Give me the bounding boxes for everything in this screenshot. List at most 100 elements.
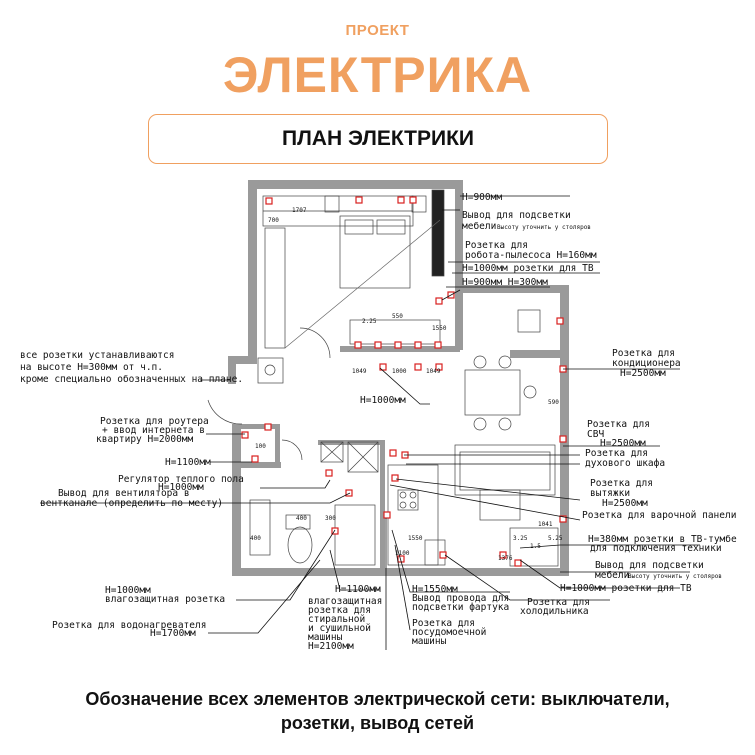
dimension: 1550 (408, 535, 423, 542)
outlet-symbol (354, 341, 362, 349)
washer (334, 504, 376, 566)
dimension: 1100 (395, 550, 410, 557)
wall (232, 568, 480, 576)
tv-cabinet (509, 527, 559, 567)
label-floor-heat: Н=1000мм (158, 482, 204, 493)
leader-lines (40, 195, 700, 650)
wall (455, 180, 463, 350)
nightstand (324, 195, 340, 213)
dimension: 300 (325, 515, 336, 522)
dimension: 1041 (538, 521, 553, 528)
header-kicker: ПРОЕКТ (345, 22, 410, 39)
outlet-symbol (355, 196, 363, 204)
outlet-symbol (435, 363, 443, 371)
wall (510, 350, 569, 358)
label-ac-height: Н=2500мм (620, 368, 666, 379)
label-backlight: Вывод провода для (412, 593, 509, 604)
outlet-symbol (383, 511, 391, 519)
sofa (454, 444, 556, 496)
label-tv-outlets: Н=1000мм розетки для ТВ (462, 263, 594, 274)
outlet-symbol (409, 196, 417, 204)
dimension: 3.25 (513, 535, 528, 542)
label-microwave-height: Н=2500мм (600, 438, 646, 449)
dimension: 2.25 (362, 318, 377, 325)
dimension: 700 (268, 217, 279, 224)
label-washer: Н=2100мм (308, 641, 354, 652)
label-router: + ввод интернета в (102, 425, 205, 436)
stove (397, 489, 419, 511)
outlet-symbol (391, 474, 399, 482)
general-note: кроме специально обозначенных на плане. (20, 374, 243, 385)
label-waterproof: влагозащитная розетка (105, 594, 225, 605)
chair (473, 417, 487, 431)
wall (455, 285, 569, 293)
wall (241, 462, 281, 468)
label-dishwasher: машины (412, 636, 447, 647)
label-backlight: Н=1550мм (412, 584, 458, 595)
wall (248, 180, 257, 362)
footer-caption: Обозначение всех элементов электрической… (10, 687, 745, 735)
walls (228, 180, 569, 576)
label-fridge: холодильника (520, 606, 589, 617)
outlet-symbol (556, 317, 564, 325)
dimension: 550 (392, 313, 403, 320)
label-tv-cabinet: для подключения техники (590, 543, 722, 554)
dining-table (464, 369, 521, 416)
dimension: 1707 (292, 207, 307, 214)
outlets (241, 196, 567, 567)
label-waterproof: Н=1000мм (105, 585, 151, 596)
furniture (207, 189, 559, 567)
label-hood: вытяжки (590, 488, 630, 499)
chair (523, 385, 537, 399)
pillow (376, 219, 406, 235)
labels: Н=900мм Вывод для подсветки мебели Высот… (20, 192, 737, 652)
tv-panel (431, 189, 445, 277)
wall (232, 424, 241, 576)
dimension: 590 (548, 399, 559, 406)
label-ac-outlet: кондиционера (612, 358, 681, 369)
chair (498, 355, 512, 369)
label-furniture-light: мебели (462, 221, 496, 232)
wall (560, 285, 569, 576)
dimension: 5.25 (548, 535, 563, 542)
label-fan: Вывод для вентилятора в (58, 488, 190, 499)
label-h1100: Н=1100мм (165, 457, 211, 468)
general-note: все розетки устанавливаются (20, 350, 174, 361)
label-furniture-light-bottom: мебели (595, 570, 629, 581)
outlet-symbol (397, 196, 405, 204)
outlet-symbol (374, 341, 382, 349)
dimensions: 1707 700 1049 1000 1049 2.25 1550 550 10… (250, 207, 563, 562)
armchair (517, 309, 541, 333)
sofa-seat (459, 451, 551, 491)
label-note: Высоту уточнить у столяров (497, 224, 591, 231)
label-h1000: Н=1000мм (360, 395, 406, 406)
outlet-symbol (559, 435, 567, 443)
wall (275, 424, 280, 464)
outlet-symbol (439, 551, 447, 559)
dimension: 1049 (352, 368, 367, 375)
nightstand (411, 195, 427, 213)
door-swing (207, 399, 243, 425)
door-swing (299, 327, 331, 359)
label-fan: вентканале (определить по месту) (40, 498, 223, 509)
label-washer: стиральной (308, 614, 365, 625)
label-hood: Розетка для (590, 478, 653, 489)
wall (248, 180, 463, 189)
label-tv-cabinet: Н=380мм розетки в ТВ-тумбе (588, 534, 737, 545)
label-robot-vacuum: Розетка для (465, 240, 528, 251)
outlet-symbol (379, 363, 387, 371)
wall (318, 440, 380, 445)
outlet-symbol (325, 469, 333, 477)
vent-shaft (320, 441, 344, 463)
dimension: 1550 (432, 325, 447, 332)
outlet-symbol (394, 341, 402, 349)
label-router: квартиру Н=2000мм (96, 434, 194, 445)
label-backlight: подсветки фартука (412, 602, 509, 613)
wall (228, 356, 236, 384)
dimension: 400 (250, 535, 261, 542)
label-washer: розетка для (308, 605, 371, 616)
label-note: Высоту уточнить у столяров (628, 573, 722, 580)
outlet-symbol (251, 455, 259, 463)
label-h1100-mid: Н=1100мм (335, 584, 381, 595)
shaft (347, 441, 379, 473)
